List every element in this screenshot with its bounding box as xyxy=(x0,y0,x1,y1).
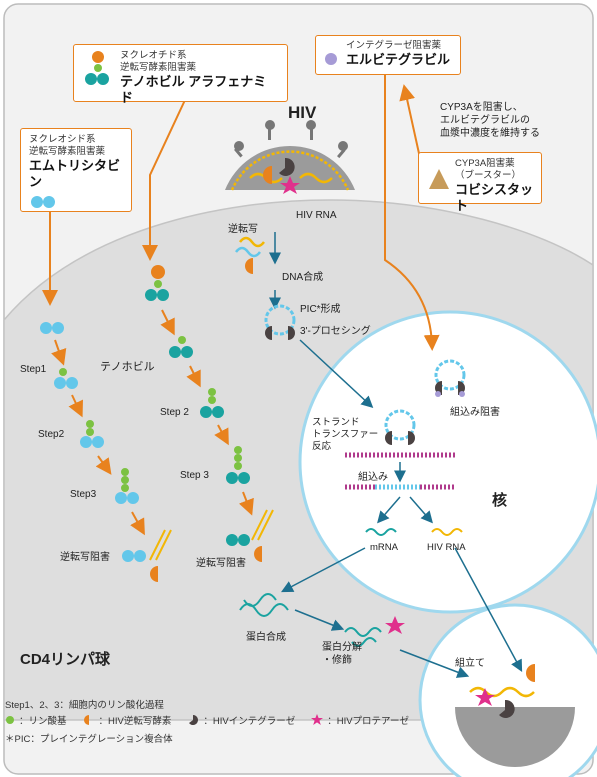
text-line: ・修飾 xyxy=(322,653,352,666)
elvitegravir-molecule-icon xyxy=(325,53,337,65)
hiv-label: HIV xyxy=(288,103,317,122)
hiv-rna-label: HIV RNA xyxy=(296,210,337,221)
nucleus-label: 核 xyxy=(492,491,507,509)
processing-label: 3'-プロセシング xyxy=(300,324,371,337)
legend-protease: ：HIVプロテアーゼ xyxy=(327,716,409,727)
step3-left-label: Step3 xyxy=(70,489,97,500)
rt-enzyme-icon xyxy=(83,715,89,725)
integration-block-label: 組込み阻害 xyxy=(450,405,500,418)
cell-label: CD4リンパ球 xyxy=(20,650,111,668)
tenofovir-molecule-icon xyxy=(85,51,109,85)
reverse-transcription-label: 逆転写 xyxy=(228,222,258,235)
elvitegravir-name: エルビテグラビル xyxy=(346,52,451,67)
text-line: 蛋白分解 xyxy=(322,640,362,653)
legend-pic: ＊PIC：プレインテグレーション複合体 xyxy=(5,734,173,745)
text-line: トランスファー xyxy=(312,429,378,440)
text-line: 血漿中濃度を維持する xyxy=(440,126,540,139)
phosphate-icon xyxy=(6,716,14,724)
elvitegravir-box: インテグラーゼ阻害薬 エルビテグラビル xyxy=(315,35,461,75)
step1-label: Step1 xyxy=(20,364,47,375)
tenofovir-chain xyxy=(142,99,274,562)
mrna-label: mRNA xyxy=(370,542,399,553)
hiv-rna-nucleus-label: HIV RNA xyxy=(427,542,466,553)
text-line: 反応 xyxy=(312,440,332,452)
protein-sequence xyxy=(239,547,523,678)
cobicistat-cone-icon xyxy=(429,169,449,189)
legend-row: ：リン酸基 ：HIV逆転写酵素 ：HIVインテグラーゼ ：HIVプロテアーゼ xyxy=(5,713,409,727)
step3-right-label: Step 3 xyxy=(180,470,209,481)
protease-icon xyxy=(311,714,324,725)
legend-rt-enzyme: ：HIV逆転写酵素 xyxy=(98,716,172,727)
step2-left-label: Step2 xyxy=(38,429,65,440)
integration-label: 組込み xyxy=(358,470,388,483)
elvitegravir-category: インテグラーゼ阻害薬 xyxy=(346,40,442,51)
rt-sequence xyxy=(235,232,296,340)
emtricitabine-chain xyxy=(40,205,172,582)
emtricitabine-box: ヌクレオシド系 逆転写酵素阻害薬 エムトリシタビン xyxy=(20,128,132,212)
protein-synthesis-label: 蛋白合成 xyxy=(246,630,286,643)
cobicistat-box: CYP3A阻害薬 （ブースター） コビシスタット xyxy=(418,152,542,213)
tenofovir-box: ヌクレオチド系 逆転写酵素阻害薬 テノホビル アラフェナミド xyxy=(73,44,288,105)
emtricitabine-molecule-icon xyxy=(31,196,55,208)
emtricitabine-name: エムトリシタビン xyxy=(29,158,121,189)
elvitegravir-arrow xyxy=(384,72,440,351)
tenofovir-name: テノホビル アラフェナミド xyxy=(120,74,267,105)
step2-right-label: Step 2 xyxy=(160,407,189,418)
assembled-virion xyxy=(455,664,575,767)
text-line: CYP3Aを阻害し、 xyxy=(440,100,523,113)
cobicistat-category: CYP3A阻害薬 （ブースター） xyxy=(455,158,522,181)
pic-formation-label: PIC*形成 xyxy=(300,303,341,315)
cyp3a-note: CYP3Aを阻害し、エルビテグラビルの血漿中濃度を維持する xyxy=(440,100,540,139)
legend-steps: Step1、2、3：細胞内のリン酸化過程 xyxy=(5,700,164,711)
protein-cleavage-label: 蛋白分解・修飾 xyxy=(322,640,362,666)
cobicistat-name: コビシスタット xyxy=(455,182,534,213)
dna-synthesis-label: DNA合成 xyxy=(282,270,323,283)
tenofovir-label: テノホビル xyxy=(100,360,155,373)
cobicistat-arrow xyxy=(399,84,421,159)
rt-block-right-label: 逆転写阻害 xyxy=(196,556,246,569)
hiv-virion xyxy=(225,120,355,194)
integrase-icon xyxy=(189,715,199,725)
nucleus xyxy=(298,310,597,614)
text-line: ストランド xyxy=(312,417,360,428)
emtricitabine-category: ヌクレオシド系 逆転写酵素阻害薬 xyxy=(29,134,106,157)
strand-transfer-label: ストランドトランスファー反応 xyxy=(312,417,378,452)
integration-sequence xyxy=(345,359,466,536)
legend-phosphate: ：リン酸基 xyxy=(19,716,67,727)
tenofovir-category: ヌクレオチド系 逆転写酵素阻害薬 xyxy=(120,50,197,73)
text-line: エルビテグラビルの xyxy=(440,113,530,126)
rt-block-left-label: 逆転写阻害 xyxy=(60,550,110,563)
arrow-pic-to-nucleus xyxy=(299,339,374,409)
legend-integrase: ：HIVインテグラーゼ xyxy=(203,716,296,727)
assembly-label: 組立て xyxy=(455,656,485,669)
